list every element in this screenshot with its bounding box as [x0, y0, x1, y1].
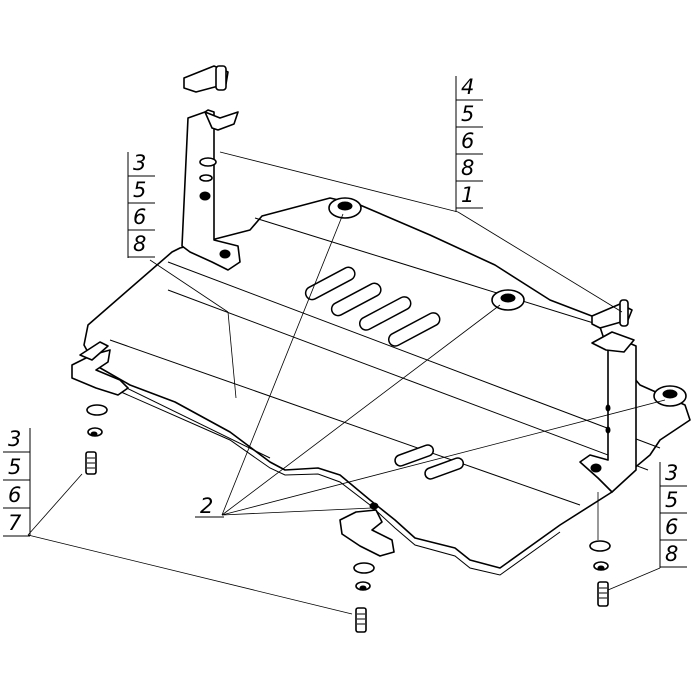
- right-vertical-bracket: [579, 331, 637, 493]
- callout-top-right-1: 5: [461, 102, 474, 126]
- bolt-head-top-left: [215, 65, 227, 91]
- callout-top-right-0: 4: [461, 75, 474, 99]
- vent-slot-3: [359, 296, 412, 331]
- callout-bottom-left-2: 6: [8, 483, 21, 507]
- fold-line-rear: [254, 217, 601, 326]
- callout-top-left-1: 5: [133, 178, 146, 202]
- fastener-stack-bottom-right: [589, 540, 611, 607]
- callout-top-right: 4 5 6 8 1: [455, 75, 483, 212]
- nut-top-left: [199, 191, 211, 201]
- vent-slot-5: [394, 444, 435, 467]
- bushing-3: [653, 385, 687, 407]
- callout-top-left: 3 5 6 8: [127, 151, 155, 258]
- callout-top-left-3: 8: [133, 232, 146, 256]
- fastener-stack-bottom-left: [85, 404, 108, 475]
- callout-bottom-right: 3 5 6 8: [659, 461, 687, 568]
- callout-bottom-left-1: 5: [8, 455, 21, 479]
- callout-bottom-left-3: 7: [8, 511, 22, 535]
- callout-top-left-0: 3: [133, 151, 146, 175]
- fastener-stack-bottom-center: [353, 562, 375, 633]
- vent-slot-2: [330, 282, 382, 317]
- callout-center: 2: [195, 494, 224, 518]
- vent-slot-6: [424, 457, 465, 480]
- vent-slot-1: [304, 266, 356, 301]
- washer-bottom-center-a: [353, 562, 375, 574]
- bolt-bottom-center: [355, 607, 367, 633]
- fastener-stack-top-right: [591, 299, 633, 329]
- bushing-1: [328, 197, 362, 219]
- front-center-mounting-ear: [339, 502, 395, 557]
- fold-line-mid: [167, 289, 649, 471]
- callout-top-right-4: 1: [461, 183, 474, 207]
- leader-lines: [27, 151, 666, 615]
- callout-center-label: 2: [200, 494, 213, 518]
- callout-top-right-2: 6: [461, 129, 474, 153]
- washer-top-left-b: [199, 174, 213, 182]
- left-vertical-bracket: [181, 109, 241, 271]
- callout-bottom-right-3: 8: [665, 542, 678, 566]
- nut-bottom-left: [90, 431, 98, 437]
- vent-slot-4: [388, 312, 441, 347]
- washer-bottom-left-a: [86, 404, 108, 416]
- callout-bottom-left: 3 5 6 7: [3, 427, 31, 537]
- callout-bottom-right-1: 5: [665, 488, 678, 512]
- callout-bottom-left-0: 3: [8, 427, 21, 451]
- protection-plate: [83, 197, 691, 576]
- callout-bottom-right-0: 3: [665, 461, 678, 485]
- bolt-bottom-right: [597, 581, 609, 607]
- washer-top-left-a: [199, 157, 217, 167]
- front-left-mounting-ear: [71, 341, 129, 396]
- callout-top-left-2: 6: [133, 205, 146, 229]
- callout-bottom-right-2: 6: [665, 515, 678, 539]
- vent-slots: [304, 266, 465, 480]
- fastener-stack-top-left: [183, 65, 229, 201]
- washer-bottom-right-a: [589, 540, 611, 552]
- nut-bottom-center: [359, 585, 367, 591]
- fold-line-front: [167, 261, 661, 449]
- callout-top-right-3: 8: [461, 156, 474, 180]
- fold-line-edge: [99, 374, 271, 459]
- nut-bottom-right: [597, 565, 605, 571]
- bolt-head-top-right: [619, 299, 629, 327]
